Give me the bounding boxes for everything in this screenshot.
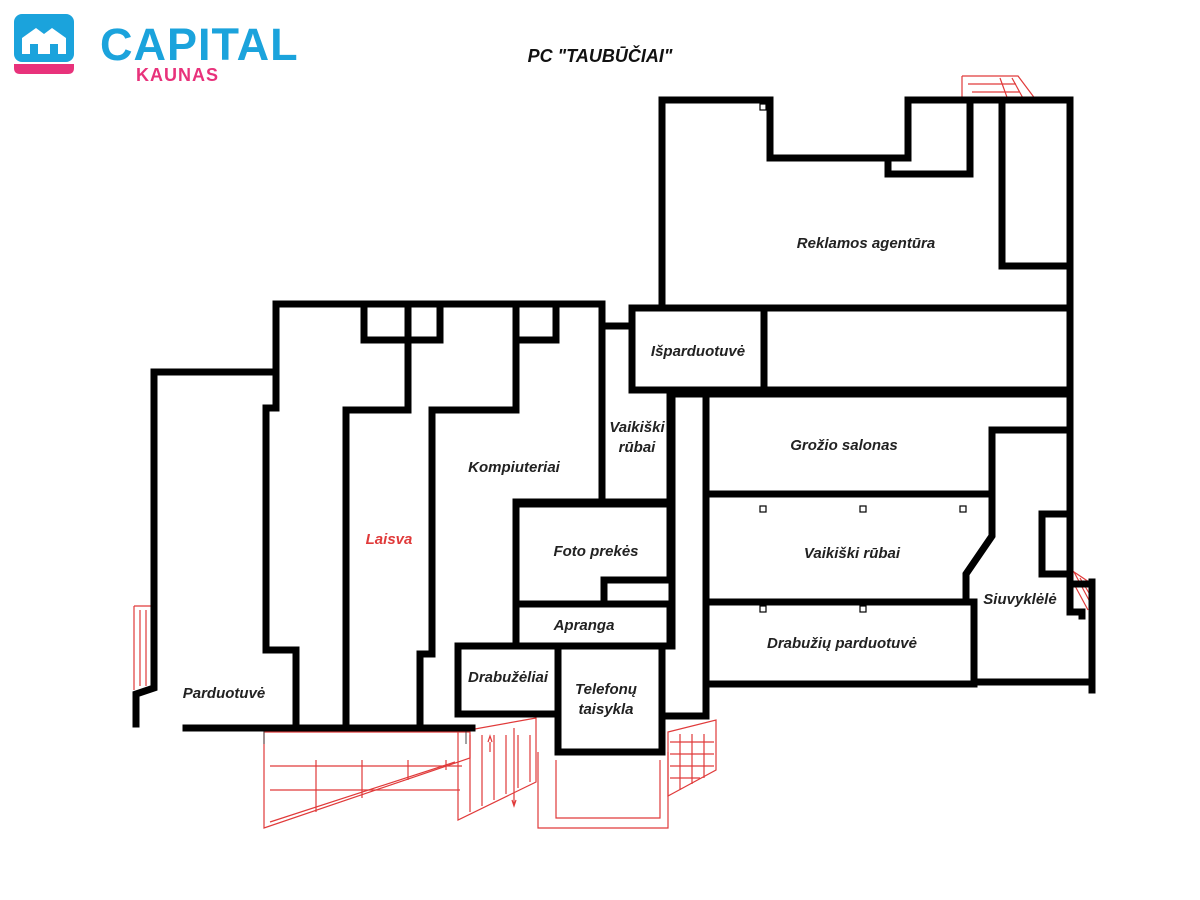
stairs-decoration: [133, 75, 1093, 829]
room-reklamos-agentura: Reklamos agentūra: [797, 235, 935, 252]
room-drabuziu-parduotuve: Drabužių parduotuvė: [767, 635, 917, 652]
room-apranga: Apranga: [553, 617, 615, 634]
room-drabuzeliai: Drabužėliai: [468, 669, 549, 686]
room-parduotuve: Parduotuvė: [183, 685, 266, 702]
room-grozio-salonas: Grožio salonas: [790, 437, 898, 454]
page-title: PC "TAUBŪČIAI": [527, 46, 673, 66]
brand-subtitle: KAUNAS: [136, 65, 220, 85]
room-foto-prekes: Foto prekės: [553, 543, 638, 560]
room-telefonu-taisykla-line1: Telefonų: [575, 681, 637, 698]
room-laisva: Laisva: [366, 531, 413, 548]
brand-logo: CAPITAL KAUNAS: [14, 14, 298, 84]
room-vaikiski-rubai: Vaikiški rūbai: [804, 545, 901, 562]
brand-name: CAPITAL: [100, 19, 299, 70]
room-isparduotuve: Išparduotuvė: [651, 343, 745, 360]
room-telefonu-taisykla-line2: taisykla: [578, 701, 633, 718]
walls: [132, 96, 1096, 756]
room-vaikiski-rubai-small-line1: Vaikiški: [609, 419, 665, 436]
room-vaikiski-rubai-small-line2: rūbai: [619, 439, 657, 456]
room-siuvyklele: Siuvyklėlė: [983, 591, 1056, 608]
house-icon: [14, 14, 74, 74]
room-kompiuteriai: Kompiuteriai: [468, 459, 561, 476]
